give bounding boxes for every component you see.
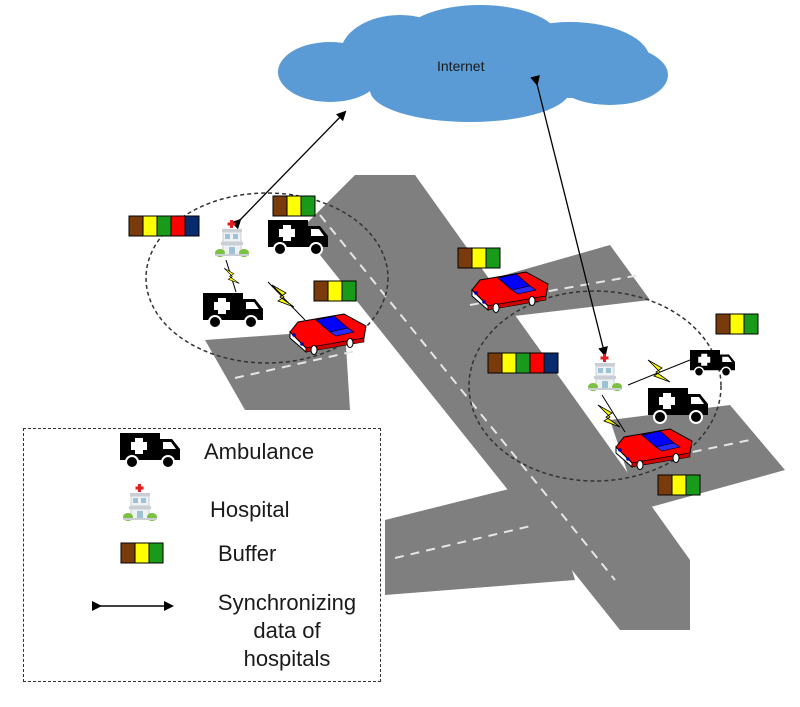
right-range-circle [468, 290, 722, 482]
buffer-slot [501, 352, 517, 374]
ambulance-icon [202, 292, 264, 329]
hospital-buffer [128, 215, 200, 237]
buffer-slot [327, 280, 343, 302]
buffer-slot [543, 352, 559, 374]
hospital-icon [214, 219, 250, 258]
lightning-icon [647, 359, 671, 383]
left-range-circle [145, 192, 389, 364]
lightning-icon [271, 284, 295, 308]
buffer-slot [743, 313, 759, 335]
buffer-slot [529, 352, 545, 374]
legend-buffer [120, 542, 164, 564]
vehicle-buffer [457, 247, 501, 269]
legend-sync-line: Synchronizing [217, 590, 357, 615]
buffer-slot [286, 195, 302, 217]
buffer-slot [457, 247, 473, 269]
lightning-icon [223, 267, 240, 284]
buffer-slot [471, 247, 487, 269]
buffer-slot [272, 195, 288, 217]
legend-ambulance-label: Ambulance [204, 439, 315, 464]
buffer-slot [485, 247, 501, 269]
vehicle-buffer [313, 280, 357, 302]
legend-sync-line: data of [253, 618, 321, 643]
buffer-slot [671, 474, 687, 496]
ambulance-icon [689, 349, 736, 377]
buffer-slot [128, 215, 144, 237]
buffer-slot [685, 474, 701, 496]
buffer-slot [657, 474, 673, 496]
buffer-slot [300, 195, 316, 217]
internet-cloud [278, 5, 668, 122]
car-icon [289, 313, 367, 355]
buffer-slot [313, 280, 329, 302]
vehicle-buffer [715, 313, 759, 335]
buffer-slot [487, 352, 503, 374]
internet-label: Internet [437, 58, 485, 74]
buffers-layer [128, 195, 759, 496]
legend-sync-label: Synchronizing data of hospitals [202, 589, 372, 673]
legend-buffer-icon [120, 542, 164, 564]
legend-hospital-label: Hospital [210, 497, 290, 522]
sync-arrow-right [530, 75, 608, 357]
sync-arrow-left [230, 110, 347, 230]
lane-marking [394, 524, 536, 559]
buffer-slot [148, 542, 164, 564]
lane-marking [319, 214, 616, 581]
buffer-slot [341, 280, 357, 302]
legend-buffer-label: Buffer [218, 541, 277, 566]
buffer-slot [729, 313, 745, 335]
road-right-lower [610, 405, 785, 510]
hospital-icon [587, 353, 623, 392]
buffer-slot [156, 215, 172, 237]
buffer-slot [184, 215, 200, 237]
vehicle-buffer [657, 474, 701, 496]
legend-box: Ambulance Hospital Buffer Synchronizing … [23, 428, 381, 682]
hospital-buffer [487, 352, 559, 374]
lane-marking [234, 349, 361, 379]
buffer-slot [142, 215, 158, 237]
road-diagonal-main [300, 175, 690, 630]
legend-sync-line: hospitals [243, 646, 331, 671]
buffer-slot [515, 352, 531, 374]
buffer-slot [170, 215, 186, 237]
vehicle-buffer [272, 195, 316, 217]
buffer-slot [715, 313, 731, 335]
